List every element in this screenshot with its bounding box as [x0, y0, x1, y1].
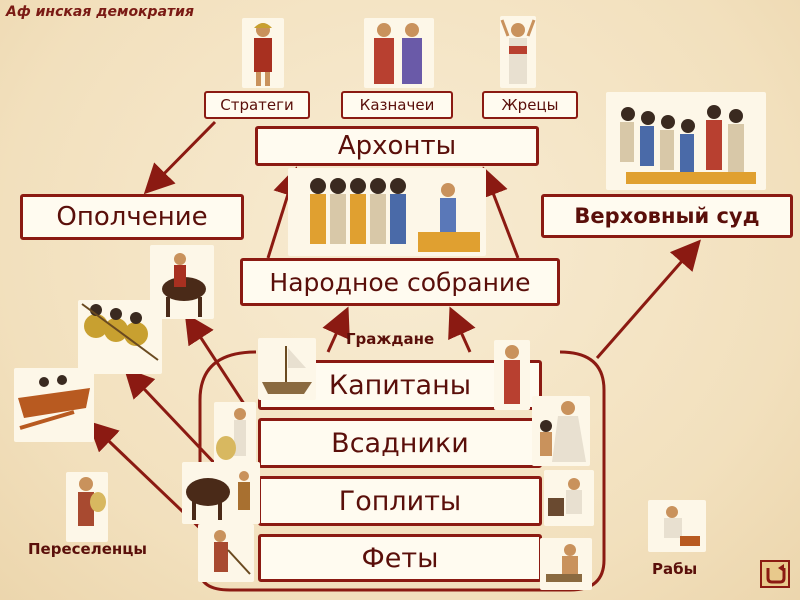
arkhonty-label: Архонты: [337, 131, 457, 161]
goplity-box: Гоплиты: [258, 476, 542, 526]
craftsman-slave-image: [544, 470, 594, 526]
goplity-label: Гоплиты: [338, 485, 462, 517]
home-button[interactable]: [760, 560, 790, 588]
slave-figure-image: [648, 500, 706, 552]
worker-image: [198, 524, 254, 582]
oxen-plow-image: [182, 462, 260, 524]
arrow-to-cavalry: [184, 312, 250, 411]
captain-figure-image: [494, 340, 530, 410]
narodnoe-sobranie-label: Народное собрание: [269, 267, 531, 297]
strategi-box: Стратеги: [204, 91, 310, 119]
zhrecy-label: Жрецы: [501, 96, 559, 114]
kaznachei-label: Казначеи: [359, 96, 435, 114]
strategi-label: Стратеги: [220, 96, 294, 114]
verkhovny-sud-label: Верховный суд: [574, 204, 760, 228]
ship-image: [258, 338, 316, 400]
arrow-grazhdane-sobranie-left: [322, 306, 350, 353]
strategos-figure-image: [242, 18, 284, 88]
landowner-image: [214, 402, 256, 464]
kapitany-label: Капитаны: [328, 369, 472, 401]
raby-label: Рабы: [652, 560, 698, 578]
arrow-grazhdane-sobranie-right: [448, 306, 476, 353]
rowers-image: [14, 368, 94, 442]
assembly-scene-image: [288, 168, 486, 256]
court-scene-image: [606, 92, 766, 190]
fety-label: Феты: [361, 542, 439, 574]
kneeling-slave-image: [540, 538, 592, 590]
opolchenie-box: Ополчение: [20, 194, 244, 240]
grazhdane-label: Граждане: [346, 330, 435, 348]
hoplites-image: [78, 300, 162, 374]
settler-image: [66, 472, 108, 542]
treasurers-figure-image: [364, 18, 434, 88]
opolchenie-label: Ополчение: [56, 202, 208, 232]
vsadniki-box: Всадники: [258, 418, 542, 468]
fety-box: Феты: [258, 534, 542, 582]
arrow-sobranie-arkhonty-right: [479, 166, 520, 259]
home-return-icon: [766, 564, 786, 584]
arrow-strategi-opolchenie: [143, 120, 217, 195]
zhrecy-box: Жрецы: [482, 91, 578, 119]
priest-figure-image: [500, 16, 536, 88]
pereselency-label: Переселенцы: [28, 540, 147, 558]
arrow-grazhdane-sud: [595, 239, 701, 359]
vsadniki-label: Всадники: [331, 427, 469, 459]
narodnoe-sobranie-box: Народное собрание: [240, 258, 560, 306]
verkhovny-sud-box: Верховный суд: [541, 194, 793, 238]
arkhonty-box: Архонты: [255, 126, 539, 166]
diagram-title: Аф инская демократия: [6, 4, 194, 20]
kaznachei-box: Казначеи: [341, 91, 453, 119]
citizens-bracket: [198, 350, 606, 592]
slave-woman-image: [532, 396, 590, 466]
